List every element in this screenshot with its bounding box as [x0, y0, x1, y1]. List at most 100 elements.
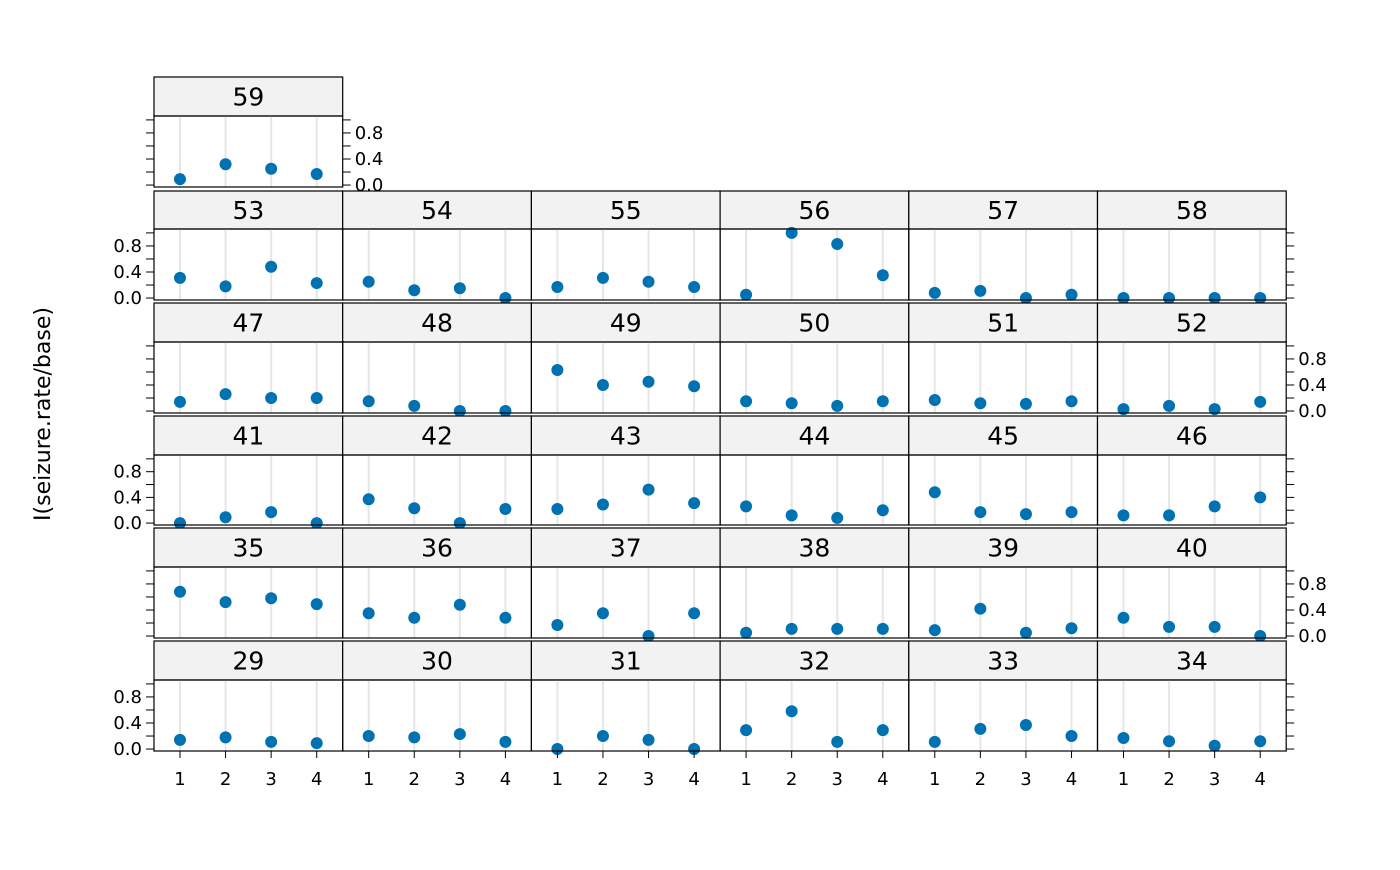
strip-label: 37 — [610, 534, 642, 563]
data-point — [362, 607, 375, 620]
data-point — [453, 728, 466, 741]
strip-label: 48 — [421, 309, 453, 338]
strip — [342, 640, 533, 681]
data-point — [928, 735, 941, 748]
strip — [342, 527, 533, 568]
strip — [342, 190, 533, 230]
panel-57: 57 — [908, 190, 1099, 305]
data-point — [785, 226, 798, 239]
data-point — [408, 399, 421, 412]
data-point — [173, 271, 186, 284]
x-tick-label: 4 — [877, 769, 888, 790]
x-tick-label: 2 — [786, 769, 797, 790]
data-point — [408, 284, 421, 297]
data-point — [265, 260, 278, 273]
x-tick-label: 2 — [409, 769, 420, 790]
y-tick-label: 0.0 — [113, 513, 142, 534]
strip — [342, 302, 533, 343]
strip-label: 51 — [987, 309, 1019, 338]
data-point — [688, 380, 701, 393]
data-point — [974, 506, 987, 519]
x-tick-label: 4 — [311, 769, 322, 790]
strip-label: 45 — [987, 422, 1019, 451]
data-point — [499, 735, 512, 748]
y-tick-label: 0.8 — [1298, 349, 1327, 370]
data-point — [876, 269, 889, 282]
y-tick-label: 0.8 — [355, 123, 384, 144]
strip — [1096, 527, 1287, 568]
panel-46: 46 — [1096, 415, 1287, 526]
strip-label: 40 — [1176, 534, 1208, 563]
data-point — [1065, 395, 1078, 408]
data-point — [1163, 399, 1176, 412]
strip — [530, 302, 721, 343]
data-point — [785, 509, 798, 522]
data-point — [453, 517, 466, 530]
panel-39: 39 — [908, 527, 1099, 639]
data-point — [688, 607, 701, 620]
data-point — [740, 626, 753, 639]
x-tick-label: 2 — [1163, 769, 1174, 790]
x-tick-label: 1 — [552, 769, 563, 790]
strip-label: 29 — [232, 647, 264, 676]
strip-label: 30 — [421, 647, 453, 676]
data-point — [551, 364, 564, 377]
panel-58: 58 — [1096, 190, 1287, 305]
strip — [153, 302, 344, 343]
data-point — [173, 173, 186, 186]
panel-52: 52 — [1096, 302, 1287, 416]
strip-label: 46 — [1176, 422, 1208, 451]
data-point — [408, 502, 421, 515]
data-point — [1019, 508, 1032, 521]
strip — [719, 527, 910, 568]
data-point — [1163, 292, 1176, 305]
x-tick-label: 1 — [740, 769, 751, 790]
panel-border — [530, 454, 721, 526]
y-tick-label: 0.8 — [113, 462, 142, 483]
y-tick-label: 0.4 — [355, 149, 384, 170]
data-point — [1254, 395, 1267, 408]
data-point — [688, 743, 701, 756]
strip — [342, 415, 533, 456]
panel-45: 45 — [908, 415, 1099, 526]
data-point — [362, 395, 375, 408]
data-point — [219, 731, 232, 744]
panel-55: 55 — [530, 190, 721, 301]
data-point — [453, 405, 466, 418]
data-point — [642, 483, 655, 496]
data-point — [1019, 397, 1032, 410]
panel-54: 54 — [342, 190, 533, 305]
strip-label: 33 — [987, 647, 1019, 676]
data-point — [785, 397, 798, 410]
panel-36: 36 — [342, 527, 533, 639]
panel-56: 56 — [719, 190, 910, 301]
strip-label: 44 — [799, 422, 831, 451]
data-point — [173, 585, 186, 598]
x-tick-label: 3 — [643, 769, 654, 790]
panel-35: 35 — [153, 527, 344, 639]
panel-border — [1096, 679, 1287, 752]
data-point — [265, 162, 278, 175]
data-point — [1065, 730, 1078, 743]
data-point — [1163, 620, 1176, 633]
data-point — [740, 724, 753, 737]
data-point — [642, 275, 655, 288]
x-tick-label: 1 — [1118, 769, 1129, 790]
data-point — [974, 397, 987, 410]
strip-label: 52 — [1176, 309, 1208, 338]
y-axis-row-5: 0.00.40.8 — [113, 683, 1295, 760]
panel-44: 44 — [719, 415, 910, 526]
data-point — [596, 378, 609, 391]
data-point — [219, 511, 232, 524]
panel-border — [153, 115, 344, 188]
panel-border — [153, 454, 344, 526]
y-axis-row-4: 0.00.40.8 — [146, 570, 1327, 647]
x-tick-label: 3 — [1020, 769, 1031, 790]
data-point — [928, 286, 941, 299]
data-point — [596, 607, 609, 620]
strip — [908, 190, 1099, 230]
strip — [153, 527, 344, 568]
data-point — [688, 280, 701, 293]
